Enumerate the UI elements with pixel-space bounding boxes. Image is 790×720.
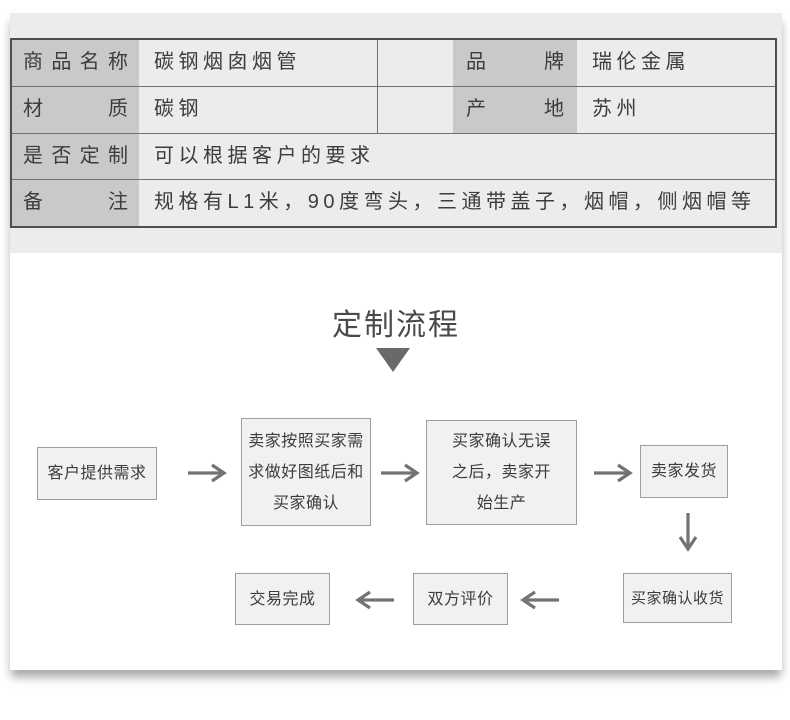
flow-diagram: 定制流程 客户提供需求 卖家按照买家需 求做好图纸后和 买家确认 买家确认无误 … — [10, 253, 782, 670]
cell-spacer — [378, 40, 453, 86]
cell-label-remarks: 备注 — [12, 180, 139, 226]
cell-label-brand: 品牌 — [453, 40, 577, 86]
down-triangle-icon — [376, 348, 410, 372]
table-row: 商品名称 碳钢烟囱烟管 品牌 瑞伦金属 — [12, 40, 775, 86]
flow-step-mutual-review: 双方评价 — [413, 573, 508, 625]
cell-label-customizable: 是否定制 — [12, 133, 139, 180]
cell-value-origin: 苏州 — [592, 97, 641, 120]
table-row: 备注 规格有L1米，90度弯头，三通带盖子，烟帽，侧烟帽等 — [12, 179, 775, 226]
arrow-down-icon — [678, 513, 698, 552]
arrow-left-icon — [520, 590, 559, 610]
flow-step-seller-drawing-confirm: 卖家按照买家需 求做好图纸后和 买家确认 — [241, 418, 371, 526]
table-row: 材质 碳钢 产地 苏州 — [12, 85, 775, 133]
table-row: 是否定制 可以根据客户的要求 — [12, 132, 775, 180]
arrow-right-icon — [594, 463, 633, 483]
content-card: 商品名称 碳钢烟囱烟管 品牌 瑞伦金属 材质 碳钢 产地 苏州 是否定制 可以根… — [10, 13, 782, 670]
cell-label-material: 材质 — [12, 86, 139, 133]
arrow-right-icon — [381, 463, 420, 483]
flow-step-seller-ship: 卖家发货 — [640, 445, 728, 498]
cell-value-product-name: 碳钢烟囱烟管 — [139, 40, 378, 86]
flow-title: 定制流程 — [332, 309, 460, 342]
flow-step-transaction-complete: 交易完成 — [235, 573, 330, 625]
cell-value-brand: 瑞伦金属 — [592, 51, 690, 73]
flow-step-buyer-confirm-production: 买家确认无误 之后，卖家开 始生产 — [426, 420, 577, 525]
arrow-right-icon — [188, 463, 227, 483]
cell-value-material: 碳钢 — [139, 86, 378, 133]
flow-step-buyer-confirm-receipt: 买家确认收货 — [623, 573, 732, 623]
cell-value-remarks: 规格有L1米，90度弯头，三通带盖子，烟帽，侧烟帽等 — [154, 191, 756, 214]
cell-spacer — [378, 86, 453, 133]
cell-label-product-name: 商品名称 — [12, 40, 139, 86]
product-spec-table: 商品名称 碳钢烟囱烟管 品牌 瑞伦金属 材质 碳钢 产地 苏州 是否定制 可以根… — [10, 38, 777, 228]
arrow-left-icon — [355, 590, 394, 610]
cell-value-customizable: 可以根据客户的要求 — [154, 144, 375, 167]
spec-section: 商品名称 碳钢烟囱烟管 品牌 瑞伦金属 材质 碳钢 产地 苏州 是否定制 可以根… — [10, 13, 782, 253]
cell-label-origin: 产地 — [453, 86, 577, 133]
flow-step-customer-requirements: 客户提供需求 — [37, 447, 157, 500]
